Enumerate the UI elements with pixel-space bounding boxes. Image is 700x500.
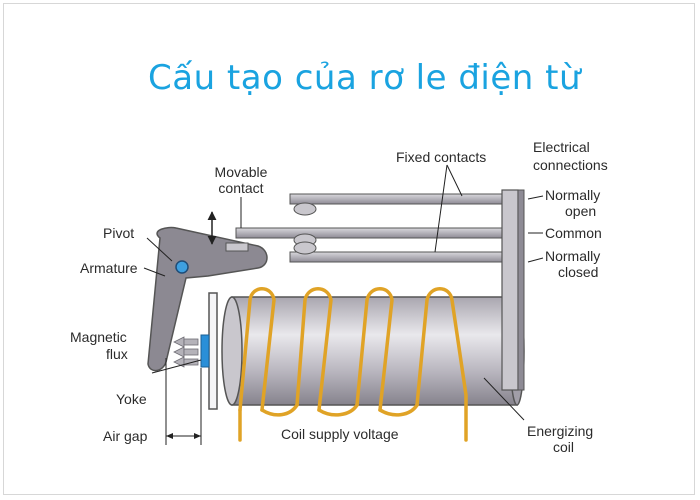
magnetic-flux-arrows [173,336,199,368]
pivot [175,260,189,274]
energizing-coil-label-2: coil [553,439,574,455]
normally-open-label-1: Normally [545,187,600,203]
leader-lines [143,164,544,445]
coil-supply-voltage-label: Coil supply voltage [281,426,399,442]
yoke-label: Yoke [116,391,147,407]
yoke [200,334,210,368]
terminal-block [501,189,519,391]
coil-winding [238,287,468,442]
pivot-label: Pivot [103,225,134,241]
normally-closed-label-1: Normally [545,248,600,264]
magnetic-flux-label-2: flux [106,346,128,362]
fixed-contacts-label: Fixed contacts [396,149,486,165]
magnetic-flux-label-1: Magnetic [70,329,127,345]
pole-plate [208,292,218,410]
energizing-coil-label-1: Energizing [527,423,593,439]
electrical-connections-label-2: connections [533,157,608,173]
common-label: Common [545,225,602,241]
diagram-title: Cấu tạo của rơ le điện từ [148,58,582,98]
normally-open-label-2: open [565,203,596,219]
contact-bars [235,193,519,263]
image-frame [3,3,695,495]
normally-closed-label-2: closed [558,264,598,280]
armature-label: Armature [80,260,138,276]
movable-contact-label-2: contact [218,180,263,196]
electrical-connections-label-1: Electrical [533,139,590,155]
armature-pusher [225,242,249,252]
air-gap-label: Air gap [103,428,148,444]
movable-contact-label-1: Movable [215,164,268,180]
